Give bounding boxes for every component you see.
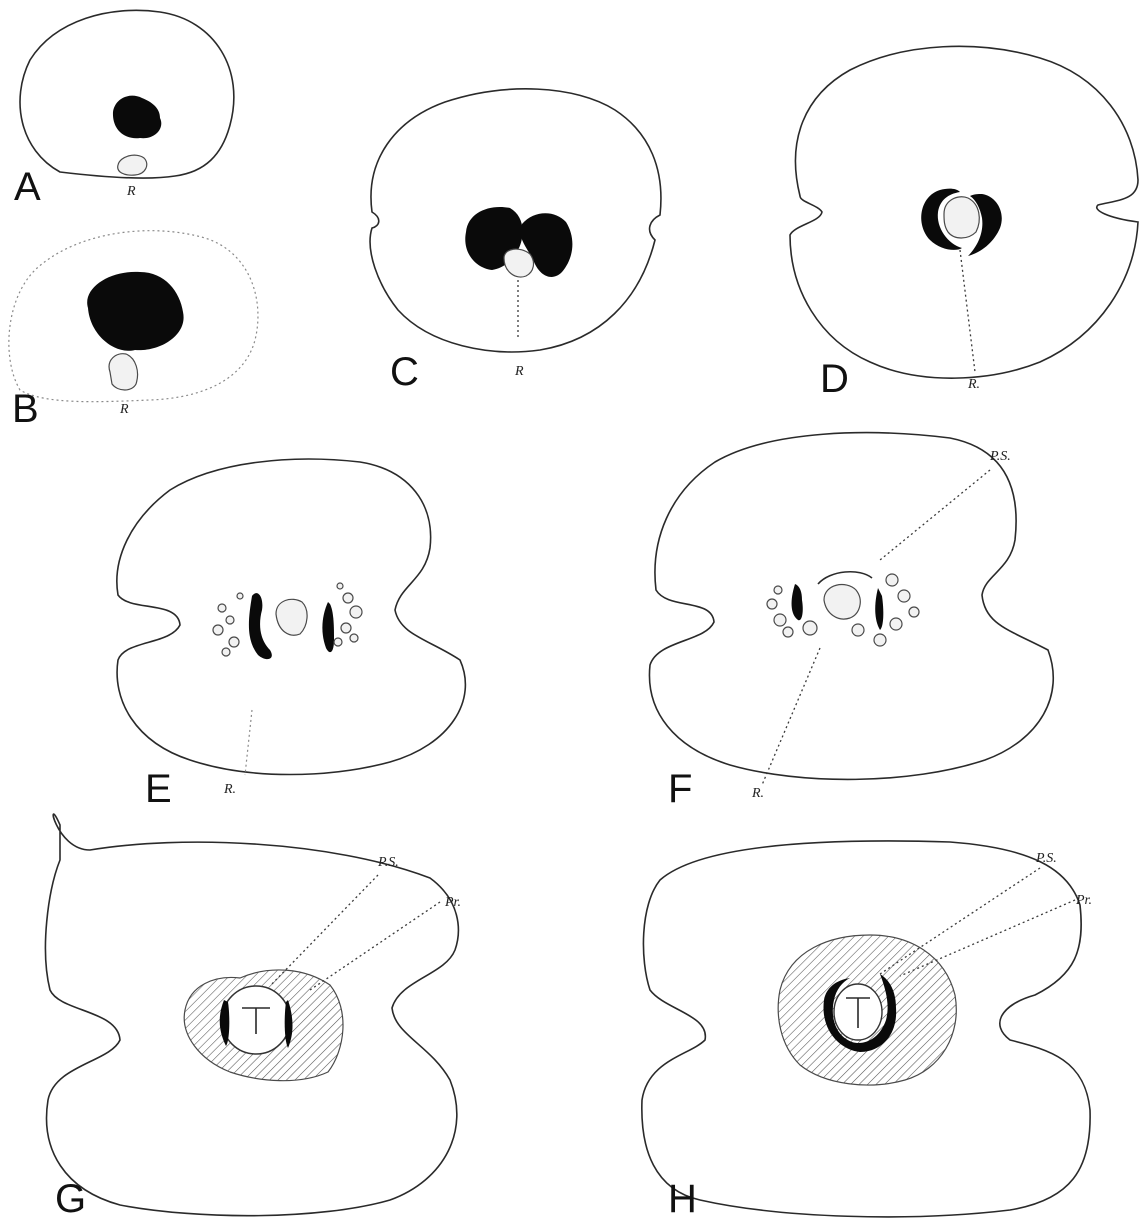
cell-cluster-left (767, 586, 817, 637)
label-r: R. (751, 786, 764, 801)
label-ps: P.S. (1035, 851, 1057, 866)
rudiment (109, 354, 137, 390)
figure-b: B R (9, 231, 258, 431)
label-ps: P.S. (377, 855, 399, 870)
rudiment (944, 197, 979, 238)
figure-letter: C (390, 350, 419, 394)
leader-ps (880, 470, 990, 560)
figure-g: G P.S. Pr. (45, 814, 460, 1221)
black-mass (113, 96, 161, 139)
black-bar-right (322, 602, 334, 652)
leader-r (245, 710, 252, 775)
leader-ps (270, 875, 378, 986)
label-r: R. (967, 377, 980, 392)
rudiment (276, 599, 307, 635)
figure-letter: H (668, 1177, 697, 1221)
black-mass (87, 272, 183, 351)
figure-f: F P.S. R. (649, 433, 1053, 811)
label-ps: P.S. (989, 449, 1011, 464)
figure-letter: B (12, 387, 39, 431)
figure-d: D R. (790, 46, 1138, 401)
label-r: R (514, 364, 524, 379)
figure-h: H P.S. Pr. (642, 841, 1092, 1221)
rudiment (824, 585, 860, 619)
figure-letter: F (668, 767, 692, 811)
section-outline (20, 10, 234, 178)
figure-letter: A (14, 165, 41, 209)
black-bar-right (875, 588, 883, 630)
figure-a: A R (14, 10, 234, 209)
figure-letter: E (145, 767, 172, 811)
label-r: R (126, 184, 136, 199)
leader-r (762, 648, 820, 785)
figure-e: E R. (117, 459, 466, 811)
figure-c: C R (370, 89, 661, 394)
figure-letter: G (55, 1177, 86, 1221)
cell-cluster-left (213, 593, 243, 656)
label-r: R (119, 402, 129, 417)
leader-r (960, 250, 975, 372)
arch (818, 572, 872, 584)
black-bar-left (249, 593, 272, 659)
cell-cluster-right (334, 583, 362, 646)
rudiment (118, 155, 147, 175)
rudiment (504, 249, 533, 277)
label-pr: Pr. (1075, 893, 1092, 908)
label-r: R. (223, 782, 236, 797)
label-pr: Pr. (444, 895, 461, 910)
black-bar-left (792, 584, 803, 620)
cell-cluster-right (852, 574, 919, 646)
leader-pr (310, 902, 440, 990)
figure-letter: D (820, 357, 849, 401)
